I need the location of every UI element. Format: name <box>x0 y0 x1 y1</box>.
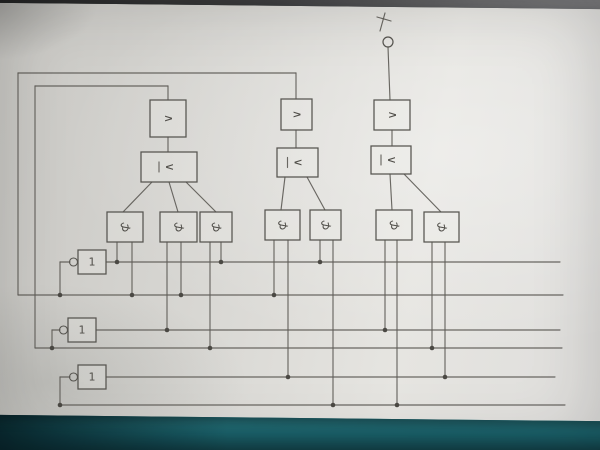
gate-and-1a <box>106 211 144 243</box>
gate-label-not-3: 1 <box>89 371 96 384</box>
junction-dot <box>285 374 291 380</box>
gate-or-1 <box>149 99 187 138</box>
junction-dot <box>178 292 184 298</box>
gate-and-1b <box>159 211 198 243</box>
junction-dot <box>129 292 135 298</box>
junction-dot <box>57 292 63 298</box>
wire <box>122 181 153 213</box>
gate-label-nand-2: ∧ <box>291 158 305 167</box>
gate-and-2b <box>309 209 342 241</box>
gate-or-2 <box>280 98 313 131</box>
gate-and-3b <box>423 211 460 243</box>
junction-dot <box>271 292 277 298</box>
junction-dot <box>49 345 55 351</box>
junction-dot <box>218 259 224 265</box>
junction-dot <box>442 374 448 380</box>
gate-label-or-1: ∨ <box>161 114 175 123</box>
inverter-bubble <box>58 325 69 335</box>
wire <box>376 16 392 22</box>
gate-not-1 <box>77 249 107 275</box>
junction-dot <box>394 402 400 408</box>
gate-label-not-2: 1 <box>79 324 86 337</box>
gate-and-2a <box>264 209 301 241</box>
gate-label-nand-1: ∧ <box>162 163 176 172</box>
wire <box>306 176 326 211</box>
gate-label-or-3: ∨ <box>385 111 399 120</box>
output-terminal <box>382 36 394 48</box>
gate-label-not-1: 1 <box>89 256 96 269</box>
gate-or-3 <box>373 99 411 131</box>
gate-not-2 <box>67 317 97 343</box>
gate-not-3 <box>77 364 107 390</box>
gate-and-1c <box>199 211 233 243</box>
wire <box>185 181 217 213</box>
gate-nand-3 <box>370 145 412 175</box>
gate-nand-2 <box>276 147 319 178</box>
junction-dot <box>57 402 63 408</box>
wire <box>168 181 179 213</box>
wire <box>403 173 442 213</box>
inverter-bubble <box>68 372 79 382</box>
inverter-bubble <box>68 257 79 267</box>
wire <box>379 12 386 32</box>
junction-dot <box>330 402 336 408</box>
junction-dot <box>382 327 388 333</box>
junction-dot <box>114 259 120 265</box>
gate-nand-1 <box>140 151 198 183</box>
wire <box>389 173 393 211</box>
gate-label-nand-3: ∧ <box>384 156 398 165</box>
junction-dot <box>317 259 323 265</box>
gate-label-or-2: ∨ <box>290 110 304 119</box>
wire <box>280 176 286 211</box>
junction-dot <box>429 345 435 351</box>
gate-and-3a <box>375 209 413 241</box>
junction-dot <box>164 327 170 333</box>
wire <box>387 46 391 101</box>
junction-dot <box>207 345 213 351</box>
